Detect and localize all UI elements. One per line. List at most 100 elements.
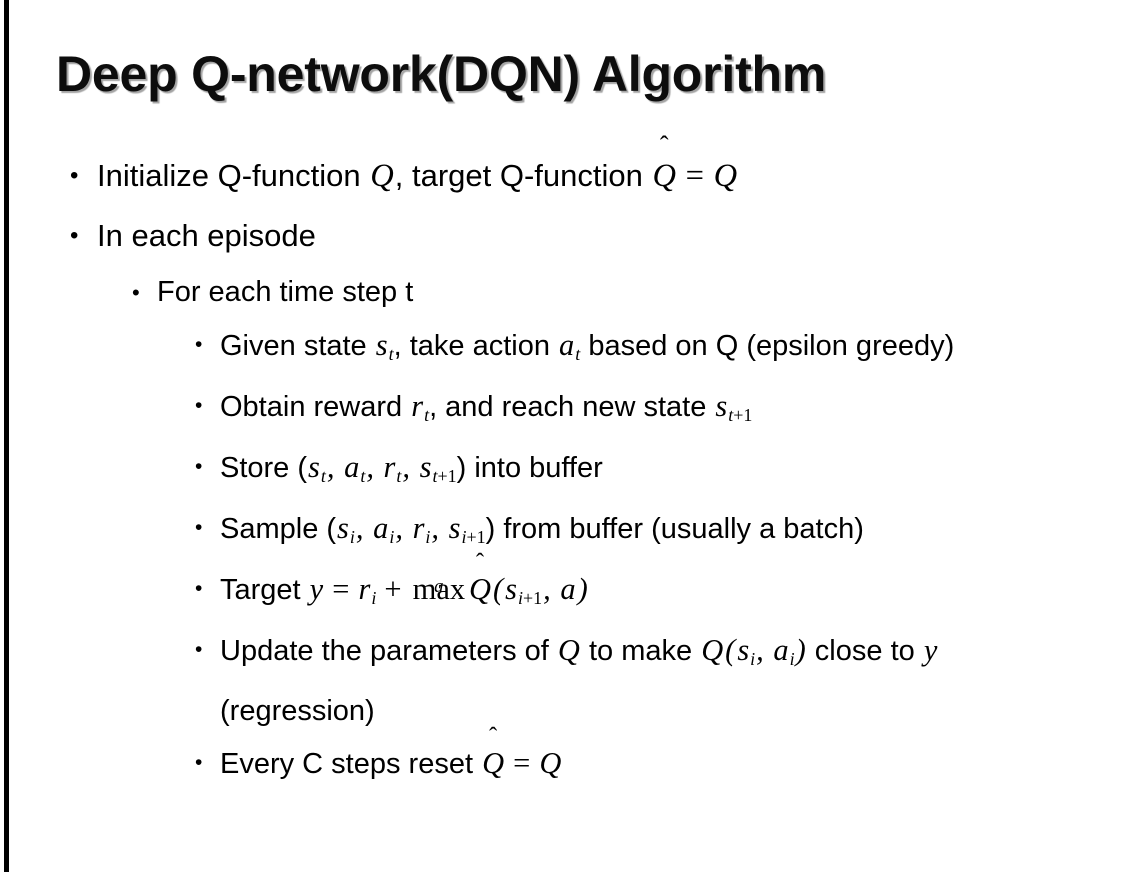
math-var-a: a xyxy=(560,572,576,607)
math-plus: + xyxy=(384,572,402,607)
math-subscript-t: t xyxy=(424,405,430,426)
bullet-text: Update the parameters of Q to make Q(si,… xyxy=(220,624,1094,737)
math-subscript-i: i xyxy=(349,527,355,548)
bullet-text: Every C steps reset ̂Q = Q xyxy=(220,737,1094,790)
bullet-target-equation: • Target y = ri + maxâQ(si+1, a) xyxy=(0,563,1124,624)
math-subscript-t-plus-1: t+1 xyxy=(432,466,456,486)
subscript-offset: +1 xyxy=(437,466,457,487)
bullet-marker: • xyxy=(195,394,203,418)
bullet-for-each-time-step: • For each time step t xyxy=(0,266,1124,319)
math-comma: , xyxy=(366,450,382,485)
math-var-a: a xyxy=(559,328,575,362)
text-segment: Every C steps reset xyxy=(220,748,482,781)
math-symbol: Q xyxy=(482,746,505,781)
bullet-marker: • xyxy=(195,516,203,540)
text-segment: Target xyxy=(220,574,309,607)
max-label: max xyxy=(412,572,466,607)
math-subscript-i-plus-1: i+1 xyxy=(518,588,542,608)
math-equals: = xyxy=(332,572,350,607)
math-var-q2: Q xyxy=(701,633,724,668)
subscript-index: t xyxy=(432,466,438,487)
slide-title: Deep Q-network(DQN) Algorithm xyxy=(56,46,827,102)
math-var-s: s xyxy=(737,633,750,668)
math-var-q-hat: ̂Q xyxy=(481,737,505,789)
bullet-in-each-episode: • In each episode xyxy=(0,206,1124,266)
math-var-q-hat: ̂Q xyxy=(651,146,677,206)
math-equals: = xyxy=(513,746,531,781)
math-comma: , xyxy=(543,572,559,607)
bullet-update-parameters: • Update the parameters of Q to make Q(s… xyxy=(0,624,1124,737)
bullet-every-c-steps-reset: • Every C steps reset ̂Q = Q xyxy=(0,737,1124,790)
math-var-q: Q xyxy=(370,158,394,194)
text-segment: Given state xyxy=(220,330,375,362)
math-comma: , xyxy=(431,511,447,546)
bullet-marker: • xyxy=(70,162,79,189)
text-segment: , take action xyxy=(393,330,559,362)
math-subscript-i: i xyxy=(425,527,431,548)
math-var-a: a xyxy=(344,450,360,485)
math-var-q: Q xyxy=(539,746,562,781)
math-paren-open: ( xyxy=(725,633,736,668)
math-subscript-i: i xyxy=(389,527,395,548)
math-subscript-t: t xyxy=(320,466,326,487)
bullet-marker: • xyxy=(195,455,203,479)
bullet-marker: • xyxy=(195,751,203,775)
subscript-index: i xyxy=(461,527,467,548)
bullet-marker: • xyxy=(195,333,203,356)
math-comma: , xyxy=(402,450,418,485)
text-segment: Obtain reward xyxy=(220,391,411,424)
math-symbol: Q xyxy=(652,158,676,194)
math-paren-close: ) xyxy=(795,633,806,668)
subscript-offset: +1 xyxy=(523,588,543,609)
text-segment: Sample ( xyxy=(220,513,337,546)
bullet-marker: • xyxy=(195,638,203,662)
math-comma: , xyxy=(756,633,772,668)
math-var-q-hat: ̂Q xyxy=(468,563,492,615)
bullet-text: For each time step t xyxy=(157,276,414,308)
math-var-y: y xyxy=(309,572,324,607)
bullet-sample-from-buffer: • Sample (si, ai, ri, si+1) from buffer … xyxy=(0,502,1124,563)
math-subscript-t: t xyxy=(360,466,366,487)
math-var-s: s xyxy=(337,511,349,546)
text-segment: close to xyxy=(806,635,923,668)
math-var-s2: s xyxy=(448,511,461,546)
math-subscript-i-plus-1: i+1 xyxy=(462,527,486,547)
text-segment: (regression) xyxy=(220,695,375,728)
bullet-text: In each episode xyxy=(97,218,316,253)
subscript-index: i xyxy=(518,588,524,609)
bullet-store-into-buffer: • Store (st, at, rt, st+1) into buffer xyxy=(0,441,1124,502)
text-segment: ) into buffer xyxy=(456,452,603,485)
math-var-a: a xyxy=(773,633,789,668)
math-var-s: s xyxy=(505,572,518,607)
text-segment: Store ( xyxy=(220,452,308,485)
max-subscript: a xyxy=(434,576,444,598)
text-segment: Initialize Q-function xyxy=(97,158,370,193)
bullet-given-state-take-action: • Given state st, take action at based o… xyxy=(0,319,1124,380)
math-subscript-i: i xyxy=(371,588,377,609)
math-var-s: s xyxy=(715,389,728,424)
subscript-offset: +1 xyxy=(466,527,486,548)
bullet-text: Sample (si, ai, ri, si+1) from buffer (u… xyxy=(220,502,1094,563)
subscript-offset: +1 xyxy=(733,405,753,426)
math-var-a: a xyxy=(373,511,389,546)
bullet-marker: • xyxy=(132,280,140,305)
math-comma: , xyxy=(395,511,411,546)
math-subscript-i: i xyxy=(750,649,756,670)
math-var-r: r xyxy=(383,450,396,485)
text-segment: to make xyxy=(580,635,701,668)
math-var-r: r xyxy=(358,572,371,607)
text-segment: based on Q (epsilon greedy) xyxy=(580,330,955,362)
math-subscript-t-plus-1: t+1 xyxy=(728,405,752,425)
math-comma: , xyxy=(355,511,372,546)
bullet-text: Store (st, at, rt, st+1) into buffer xyxy=(220,441,1094,502)
math-paren-close: ) xyxy=(577,572,588,607)
math-var-s: s xyxy=(375,328,388,362)
text-segment: ) from buffer (usually a batch) xyxy=(485,513,864,546)
bullet-text: Obtain reward rt, and reach new state st… xyxy=(220,380,1094,441)
math-var-q: Q xyxy=(557,633,580,668)
math-var-s2: s xyxy=(419,450,432,485)
bullet-obtain-reward: • Obtain reward rt, and reach new state … xyxy=(0,380,1124,441)
bullet-marker: • xyxy=(195,577,203,601)
